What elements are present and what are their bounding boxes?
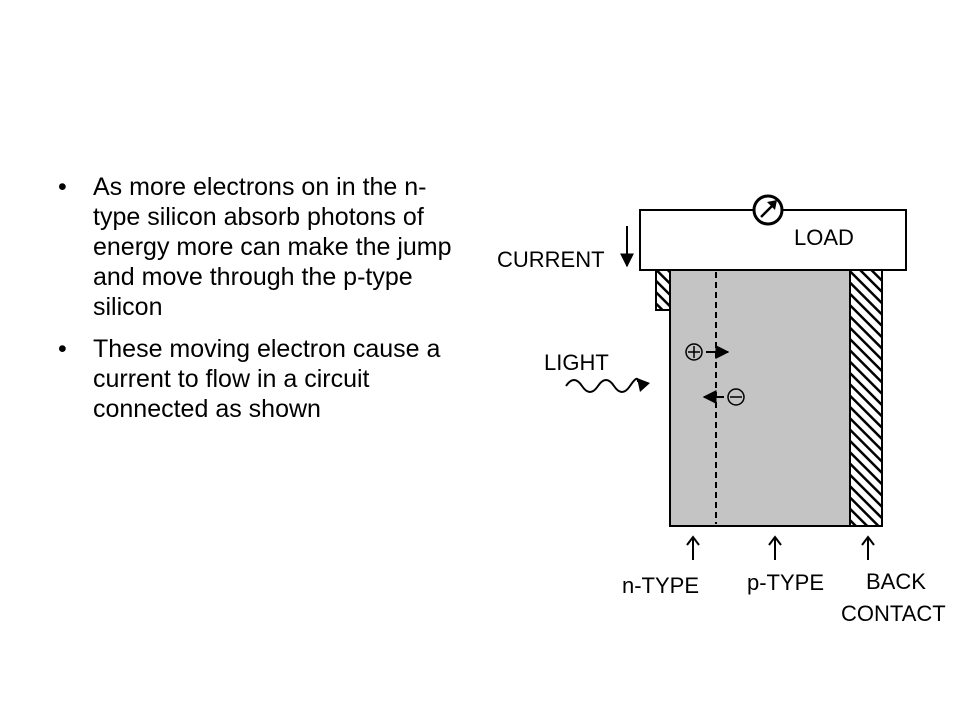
load-label: LOAD [794, 225, 854, 250]
cell-body [669, 269, 851, 527]
front-contact [655, 269, 671, 311]
bullet-dot: • [58, 173, 67, 201]
back-label: BACK [866, 569, 926, 594]
ammeter-icon [752, 194, 784, 226]
hole-carrier [685, 343, 730, 361]
ntype-label: n-TYPE [622, 573, 699, 598]
back-contact-pointer-arrow [861, 535, 875, 560]
back-contact [849, 269, 883, 527]
bullet-item: • As more electrons on in the n-type sil… [58, 172, 458, 322]
bullet-list: • As more electrons on in the n-type sil… [58, 172, 458, 436]
light-label: LIGHT [544, 350, 609, 375]
bullet-item: • These moving electron cause a current … [58, 334, 458, 424]
bullet-text: These moving electron cause a current to… [93, 335, 441, 423]
contact-label: CONTACT [841, 601, 946, 626]
current-label: CURRENT [497, 247, 605, 272]
bullet-dot: • [58, 335, 67, 363]
ptype-pointer-arrow [768, 535, 782, 560]
bullet-text: As more electrons on in the n-type silic… [93, 173, 452, 321]
light-wave-icon [565, 377, 639, 393]
ntype-pointer-arrow [686, 535, 700, 560]
electron-carrier [702, 388, 745, 406]
ptype-label: p-TYPE [747, 570, 824, 595]
